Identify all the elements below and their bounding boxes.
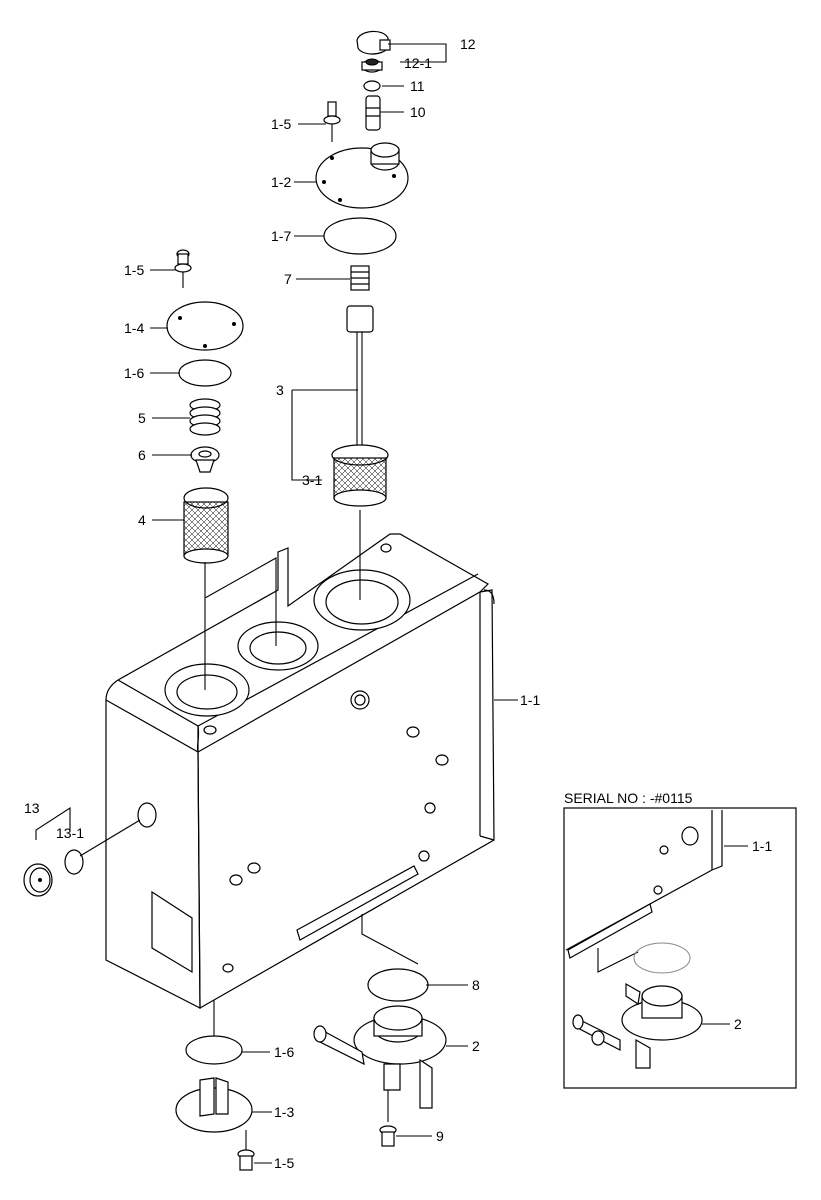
plug-13 <box>23 863 53 897</box>
label-1-6-bottom: 1-6 <box>274 1044 294 1060</box>
cap-12 <box>356 30 391 55</box>
serial-inset: SERIAL NO : -#0115 1-1 2 <box>563 790 797 1089</box>
label-7: 7 <box>284 271 292 287</box>
gasket-1-7 <box>323 217 397 255</box>
pump-2 <box>313 1005 447 1109</box>
cover-1-3 <box>175 1077 253 1133</box>
gasket-1-6-bottom <box>185 1035 243 1065</box>
cover-1-4 <box>166 301 244 351</box>
label-11: 11 <box>410 78 425 94</box>
label-1-5-bottom: 1-5 <box>274 1155 294 1171</box>
label-3: 3 <box>276 382 284 398</box>
strainer-3 <box>331 305 389 507</box>
bolt-1-5-bottom <box>237 1130 255 1171</box>
bolt-9 <box>379 1090 397 1147</box>
label-1-2: 1-2 <box>271 174 291 190</box>
label-12: 12 <box>460 36 476 52</box>
bolt-1-5-left <box>174 249 192 288</box>
label-1-5-top: 1-5 <box>271 116 291 132</box>
spring-5 <box>189 398 221 436</box>
filter-4 <box>183 487 229 564</box>
label-1-1: 1-1 <box>520 692 540 708</box>
nut-12-1 <box>361 58 383 73</box>
gasket-8 <box>367 968 429 1002</box>
leader-lines <box>35 43 518 1164</box>
label-1-3: 1-3 <box>274 1104 294 1120</box>
gasket-1-6-left <box>178 359 232 387</box>
label-2: 2 <box>472 1038 480 1054</box>
label-1-6-left: 1-6 <box>124 365 144 381</box>
inset-label-1-1: 1-1 <box>752 838 772 854</box>
label-9: 9 <box>436 1128 444 1144</box>
bolt-1-5-top <box>323 101 341 142</box>
label-1-7: 1-7 <box>271 228 291 244</box>
spring-7 <box>350 265 370 291</box>
inset-label-2: 2 <box>734 1016 742 1032</box>
valve-10 <box>365 95 381 131</box>
label-8: 8 <box>472 977 480 993</box>
label-5: 5 <box>138 410 146 426</box>
label-12-1: 12-1 <box>404 55 432 71</box>
inset-serial-label: SERIAL NO : -#0115 <box>564 790 693 806</box>
valve-6 <box>190 446 220 473</box>
label-4: 4 <box>138 512 146 528</box>
label-10: 10 <box>410 104 426 120</box>
label-13: 13 <box>24 800 40 816</box>
ring-11 <box>363 80 381 92</box>
label-1-4: 1-4 <box>124 320 144 336</box>
seal-13-1 <box>64 849 84 875</box>
tank-body <box>105 533 495 1010</box>
label-1-5-left: 1-5 <box>124 262 144 278</box>
cover-1-2 <box>315 142 409 209</box>
label-6: 6 <box>138 447 146 463</box>
label-3-1: 3-1 <box>302 472 322 488</box>
label-13-1: 13-1 <box>56 825 84 841</box>
